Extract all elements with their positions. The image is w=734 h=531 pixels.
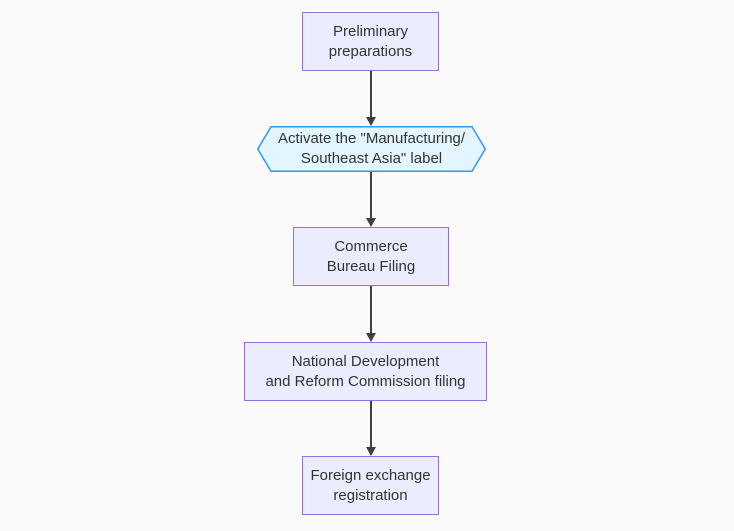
arrow-head-icon: [366, 117, 376, 126]
arrow-step3-to-step4: [366, 286, 376, 342]
arrow-step2-to-step3: [366, 172, 376, 227]
arrow-head-icon: [366, 218, 376, 227]
hexagon-shape: [257, 126, 486, 172]
node-label: Preliminary preparations: [328, 22, 413, 60]
arrow-head-icon: [366, 447, 376, 456]
node-label: Foreign exchange registration: [310, 466, 431, 504]
node-label: Activate the "Manufacturing/ Southeast A…: [277, 130, 466, 167]
arrow-line: [370, 172, 372, 219]
arrow-head-icon: [366, 333, 376, 342]
node-activate-manufacturing-label[interactable]: Activate the "Manufacturing/ Southeast A…: [257, 126, 486, 172]
node-label: National Development and Reform Commissi…: [265, 352, 466, 390]
arrow-step4-to-step5: [366, 401, 376, 456]
arrow-line: [370, 401, 372, 448]
arrow-step1-to-step2: [366, 71, 376, 126]
node-preliminary-preparations[interactable]: Preliminary preparations: [302, 12, 439, 71]
arrow-line: [370, 286, 372, 334]
node-foreign-exchange-registration[interactable]: Foreign exchange registration: [302, 456, 439, 515]
arrow-line: [370, 71, 372, 118]
node-label: Commerce Bureau Filing: [326, 237, 416, 275]
node-commerce-bureau-filing[interactable]: Commerce Bureau Filing: [293, 227, 449, 286]
node-ndrc-filing[interactable]: National Development and Reform Commissi…: [244, 342, 487, 401]
